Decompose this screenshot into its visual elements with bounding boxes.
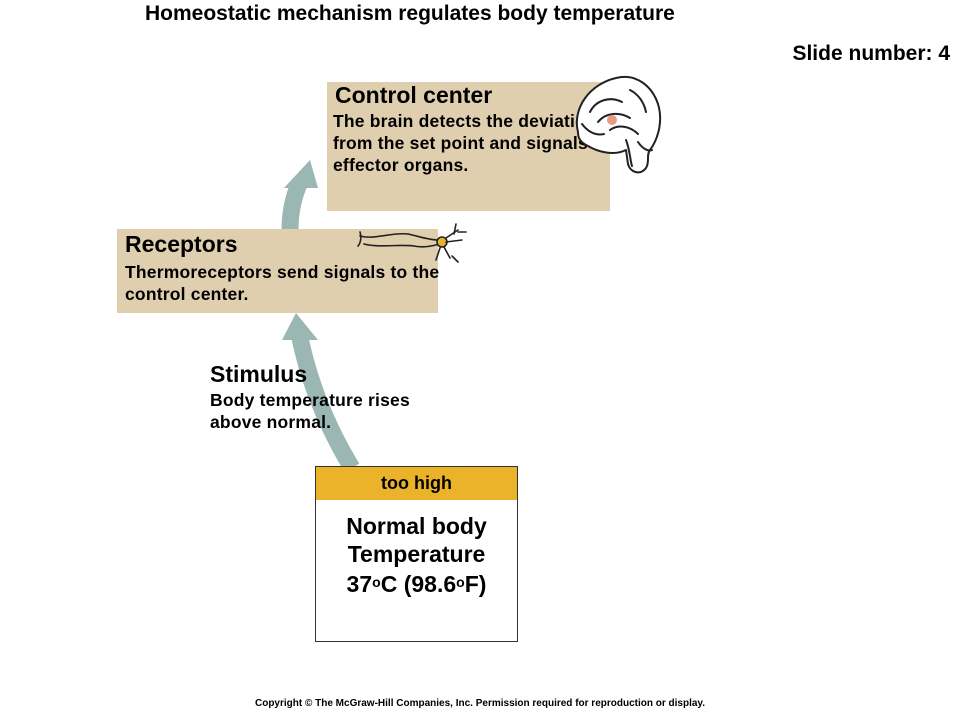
degree-c: o: [372, 574, 381, 590]
normal-line1: Normal body: [346, 513, 487, 539]
normal-line2: Temperature: [347, 541, 486, 567]
control-center-text: The brain detects the deviation from the…: [333, 111, 597, 175]
receptors-heading: Receptors: [125, 231, 238, 257]
temp-celsius: 37: [346, 571, 373, 597]
normal-line3: 37oC (98.6oF): [316, 568, 517, 598]
unit-c: C: [380, 571, 398, 597]
normal-temperature-box: too high Normal body Temperature 37oC (9…: [315, 466, 518, 642]
temp-fahrenheit: (98.6: [403, 571, 457, 597]
brain-icon: [575, 75, 662, 174]
stimulus-text: Body temperature rises above normal.: [210, 390, 410, 432]
slide-title: Homeostatic mechanism regulates body tem…: [145, 2, 675, 25]
too-high-label: too high: [316, 467, 517, 500]
control-center-heading: Control center: [335, 82, 493, 108]
degree-f: o: [456, 574, 465, 590]
receptors-text: Thermoreceptors send signals to the cont…: [125, 262, 440, 304]
unit-f: F): [464, 571, 487, 597]
stimulus-block: Stimulus Body temperature rises above no…: [210, 361, 430, 433]
copyright-notice: Copyright © The McGraw-Hill Companies, I…: [254, 698, 706, 709]
receptors-box: Receptors Thermoreceptors send signals t…: [117, 229, 439, 313]
normal-temperature-text: Normal body Temperature 37oC (98.6oF): [316, 512, 517, 598]
up-arrow-icon: [282, 313, 318, 340]
up-arrow-icon: [284, 160, 318, 188]
slide-number: Slide number: 4: [792, 42, 950, 65]
control-center-box: Control center The brain detects the dev…: [327, 82, 610, 211]
stimulus-heading: Stimulus: [210, 361, 308, 387]
neuron-icon: [357, 223, 467, 263]
arrow-shaft-stimulus-to-receptors: [291, 336, 360, 473]
